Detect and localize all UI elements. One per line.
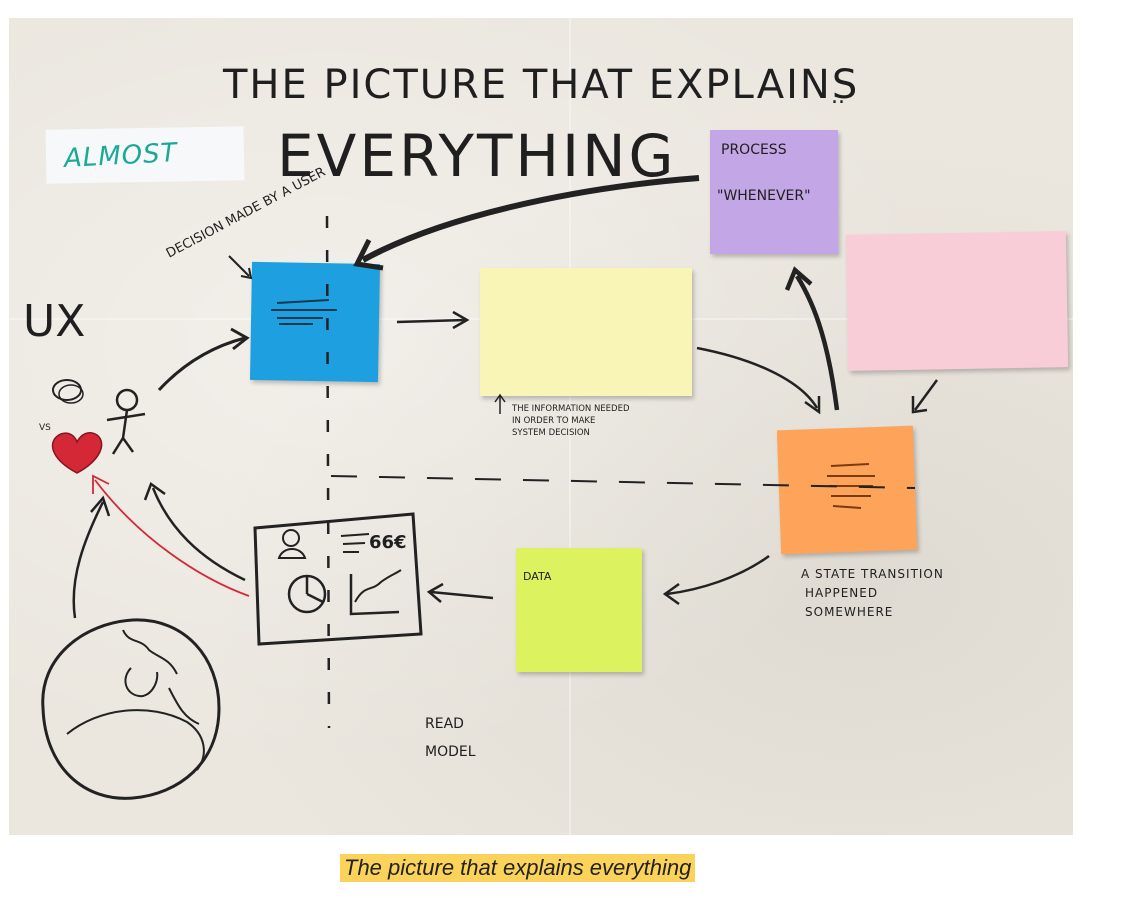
state-transition-text: A STATE TRANSITION HAPPENED SOMEWHERE <box>801 567 949 619</box>
decision-label: DECISION MADE BY A USER <box>164 165 328 262</box>
ink-drawing: THE PICTURE THAT EXPLAINS EVERYTHING .. … <box>23 62 949 800</box>
title-line1: THE PICTURE THAT EXPLAINS <box>222 62 859 108</box>
heart-icon <box>51 432 103 474</box>
dashboard-value: 66€ <box>369 532 407 553</box>
arrow-head <box>353 238 384 271</box>
dashboard-pie-slice <box>305 576 324 604</box>
arrow-process-to-decision <box>361 175 700 263</box>
information-note-text: THE INFORMATION NEEDED IN ORDER TO MAKE … <box>511 404 632 438</box>
orange-note-scribble <box>827 463 875 509</box>
data-label: DATA <box>523 570 552 583</box>
money-icon <box>52 379 82 401</box>
svg-text:DECISION MADE BY A USER: DECISION MADE BY A USER <box>164 165 328 262</box>
user-figure-icon <box>106 409 146 455</box>
blue-note-scribble <box>271 299 337 325</box>
arrow-state-to-process <box>795 274 840 411</box>
dashboard-avatar-icon <box>282 529 300 547</box>
arrow-head <box>804 396 821 415</box>
ux-label: UX <box>23 296 85 347</box>
arrow-read-model-to-user <box>151 487 246 582</box>
arrow-read-model-to-heart <box>94 479 250 597</box>
paper-fold <box>569 18 571 835</box>
arrow-pink-to-state <box>913 379 939 411</box>
arrow-info-to-state <box>696 346 819 409</box>
globe-continents <box>122 629 200 725</box>
globe-outline-detail <box>66 709 205 771</box>
dashboard-avatar-body <box>277 548 307 559</box>
money-icon-inner <box>58 384 84 404</box>
dashboard-line-chart-icon <box>354 569 402 603</box>
yellow-information-note <box>480 268 692 396</box>
arrow-head <box>92 474 110 494</box>
photo-board: ALMOST THE PICTURE THAT EXPLAINS EVERYTH… <box>9 18 1073 835</box>
dashboard-line-chart-axes <box>349 574 400 616</box>
arrow-world-to-heart <box>72 501 105 619</box>
read-model-label: READ MODEL <box>425 716 476 760</box>
green-data-note <box>516 548 642 672</box>
horizontal-dashed-divider <box>330 475 916 489</box>
figure-caption: The picture that explains everything <box>340 854 696 882</box>
arrow-head <box>90 495 111 517</box>
arrow-data-to-read-model <box>430 590 494 600</box>
vertical-dashed-divider <box>325 215 331 729</box>
arrow-head <box>143 482 166 501</box>
vs-label: VS <box>39 423 51 433</box>
purple-process-note <box>710 130 838 254</box>
title-ellipsis: .. <box>831 84 845 109</box>
arrow-head <box>230 327 250 351</box>
whenever-label: "WHENEVER" <box>717 188 811 204</box>
globe-icon <box>41 618 221 800</box>
title-line2: EVERYTHING <box>277 122 676 190</box>
arrow-user-to-decision <box>157 336 246 392</box>
dashboard-text-lines <box>340 533 370 553</box>
arrow-decision-to-info <box>396 318 466 324</box>
user-figure-head <box>115 388 139 412</box>
info-pointer <box>494 393 506 414</box>
decision-pointer-head <box>240 267 253 280</box>
arrow-head <box>426 582 444 603</box>
process-label: PROCESS <box>721 142 787 158</box>
arrow-head <box>784 266 813 291</box>
arrow-head <box>452 310 470 330</box>
arrow-state-to-data <box>666 554 770 596</box>
arrow-head <box>911 396 928 414</box>
decision-pointer <box>228 255 250 277</box>
read-model-dashboard <box>253 512 423 646</box>
arrow-head <box>662 582 680 606</box>
